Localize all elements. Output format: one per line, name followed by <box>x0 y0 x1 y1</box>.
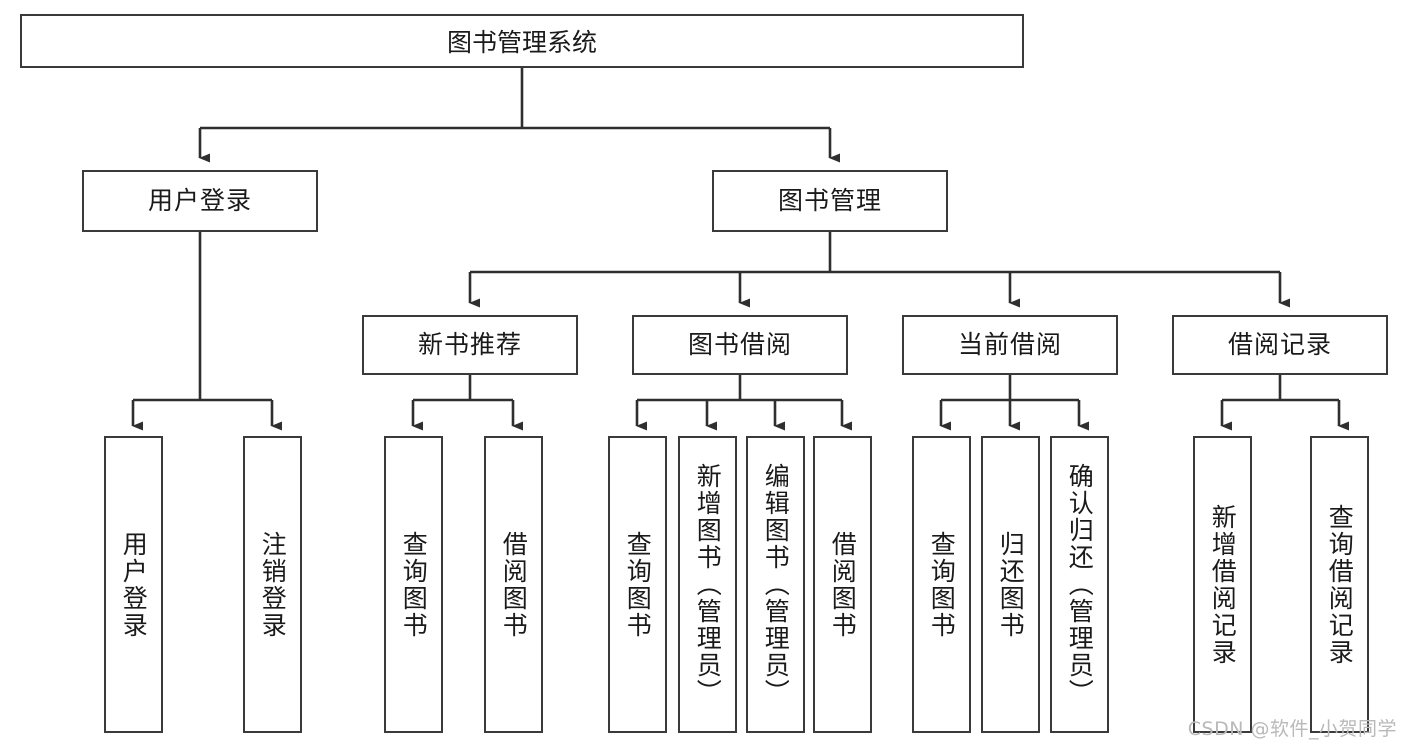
node-label: 归还图书 <box>996 530 1026 639</box>
leaf-current-borrow-confirm-return-admin[interactable]: 确认归还（管理员） <box>1050 436 1109 733</box>
node-new-book-recommend[interactable]: 新书推荐 <box>362 315 578 375</box>
node-user-login[interactable]: 用户登录 <box>82 170 318 232</box>
leaf-borrow-record-query-record[interactable]: 查询借阅记录 <box>1310 436 1369 733</box>
node-label: 编辑图书（管理员） <box>761 463 791 706</box>
node-current-borrow[interactable]: 当前借阅 <box>902 315 1118 375</box>
node-label: 借阅记录 <box>1227 330 1332 360</box>
leaf-book-borrow-borrow-book[interactable]: 借阅图书 <box>813 436 872 733</box>
leaf-book-borrow-add-book-admin[interactable]: 新增图书（管理员） <box>678 436 737 733</box>
node-label: 确认归还（管理员） <box>1065 463 1095 706</box>
watermark-text: CSDN @软件_小贺同学 <box>1187 718 1397 740</box>
leaf-current-borrow-query-book[interactable]: 查询图书 <box>912 436 971 733</box>
node-label: 图书管理系统 <box>446 28 597 57</box>
node-label: 图书借阅 <box>687 330 792 360</box>
node-book-borrow[interactable]: 图书借阅 <box>632 315 848 375</box>
node-book-management[interactable]: 图书管理 <box>712 170 948 232</box>
node-label: 查询图书 <box>399 530 429 639</box>
node-label: 借阅图书 <box>828 530 858 639</box>
leaf-user-login-login[interactable]: 用户登录 <box>104 436 163 733</box>
leaf-book-borrow-query-book[interactable]: 查询图书 <box>608 436 667 733</box>
node-label: 注销登录 <box>258 530 288 639</box>
node-label: 新增图书（管理员） <box>693 463 723 706</box>
node-label: 查询图书 <box>623 530 653 639</box>
node-label: 查询借阅记录 <box>1325 503 1355 666</box>
node-label: 借阅图书 <box>499 530 529 639</box>
leaf-borrow-record-add-record[interactable]: 新增借阅记录 <box>1193 436 1252 733</box>
leaf-book-borrow-edit-book-admin[interactable]: 编辑图书（管理员） <box>746 436 805 733</box>
node-root-book-management-system[interactable]: 图书管理系统 <box>20 14 1024 68</box>
node-label: 新增借阅记录 <box>1208 503 1238 666</box>
node-label: 新书推荐 <box>417 330 522 360</box>
leaf-user-login-logout[interactable]: 注销登录 <box>243 436 302 733</box>
node-borrow-record[interactable]: 借阅记录 <box>1172 315 1388 375</box>
node-label: 用户登录 <box>119 530 149 639</box>
leaf-new-book-query-book[interactable]: 查询图书 <box>384 436 443 733</box>
node-label: 当前借阅 <box>957 330 1062 360</box>
leaf-new-book-borrow-book[interactable]: 借阅图书 <box>484 436 543 733</box>
leaf-current-borrow-return-book[interactable]: 归还图书 <box>981 436 1040 733</box>
node-label: 用户登录 <box>147 186 252 216</box>
node-label: 图书管理 <box>777 186 882 216</box>
node-label: 查询图书 <box>927 530 957 639</box>
